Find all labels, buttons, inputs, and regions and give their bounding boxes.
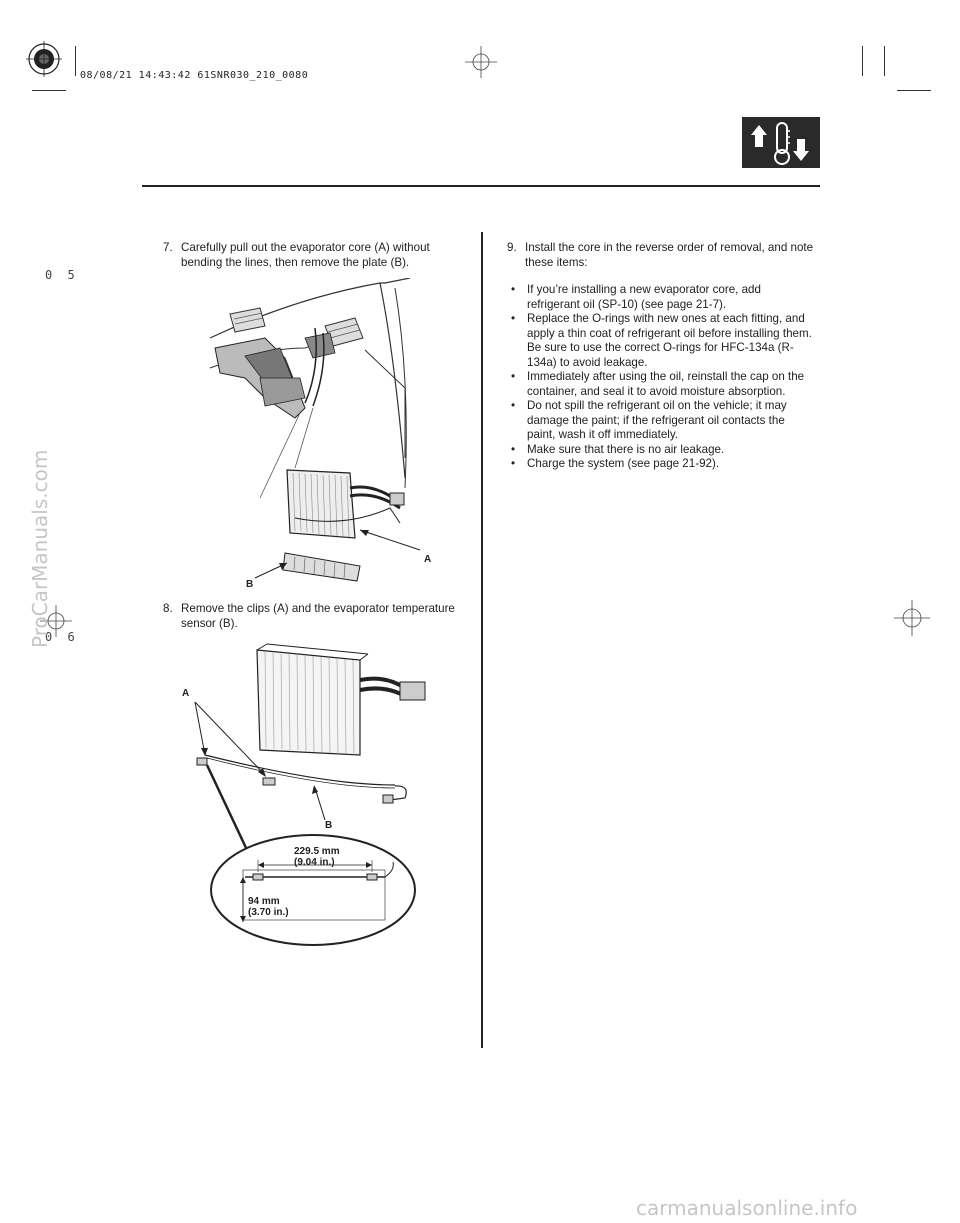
- crosshair-icon: [40, 605, 72, 637]
- crop-line: [862, 46, 863, 76]
- crosshair-icon: [465, 46, 497, 78]
- dimension-length-mm: 229.5 mm: [294, 846, 340, 857]
- margin-mark-top: 0 5: [45, 268, 79, 282]
- print-stamp: 08/08/21 14:43:42 61SNR030_210_0080: [80, 70, 309, 81]
- header-rule: [142, 185, 820, 187]
- list-item: Replace the O-rings with new ones at eac…: [503, 312, 813, 370]
- list-item: Charge the system (see page 21-92).: [503, 457, 813, 472]
- list-item: Immediately after using the oil, reinsta…: [503, 370, 813, 399]
- step-number: 7.: [163, 241, 173, 254]
- crop-line: [884, 46, 885, 76]
- install-notes-list: If you’re installing a new evaporator co…: [503, 283, 813, 472]
- step-number: 8.: [163, 602, 173, 615]
- crop-line: [897, 90, 931, 91]
- figure1-label-a: A: [424, 554, 432, 565]
- step-text: Carefully pull out the evaporator core (…: [181, 241, 430, 269]
- footer-watermark: carmanualsonline.info: [636, 1196, 858, 1220]
- figure1-label-b: B: [246, 579, 254, 590]
- list-item: If you’re installing a new evaporator co…: [503, 283, 813, 312]
- crop-line: [32, 90, 66, 91]
- climate-control-thermometer-icon: [751, 122, 809, 165]
- list-item: Do not spill the refrigerant oil on the …: [503, 399, 813, 443]
- step-text: Remove the clips (A) and the evaporator …: [181, 602, 455, 630]
- step-text: Install the core in the reverse order of…: [525, 241, 814, 269]
- sensor-clips-figure: [194, 643, 426, 946]
- side-watermark: ProCarManuals.com: [28, 449, 52, 648]
- dimension-height: 94 mm (3.70 in.): [248, 896, 289, 918]
- dimension-height-mm: 94 mm: [248, 896, 280, 907]
- evaporator-removal-figure: [209, 278, 421, 582]
- step-7: 7. Carefully pull out the evaporator cor…: [163, 240, 473, 270]
- figure2-label-a: A: [182, 688, 190, 699]
- crop-line: [75, 46, 76, 76]
- margin-mark-bottom: 0 6: [45, 630, 79, 644]
- figure2-label-b: B: [325, 820, 333, 831]
- dimension-height-in: (3.70 in.): [248, 907, 289, 918]
- step-9: 9. Install the core in the reverse order…: [507, 240, 817, 270]
- dimension-length: 229.5 mm (9.04 in.): [294, 846, 340, 868]
- step-8: 8. Remove the clips (A) and the evaporat…: [163, 601, 473, 631]
- column-divider: [481, 232, 483, 1048]
- crosshair-icon: [894, 600, 930, 636]
- section-icon-box: [742, 117, 820, 168]
- step-number: 9.: [507, 241, 517, 254]
- registration-target-icon: [26, 41, 62, 77]
- dimension-length-in: (9.04 in.): [294, 857, 335, 868]
- list-item: Make sure that there is no air leakage.: [503, 443, 813, 458]
